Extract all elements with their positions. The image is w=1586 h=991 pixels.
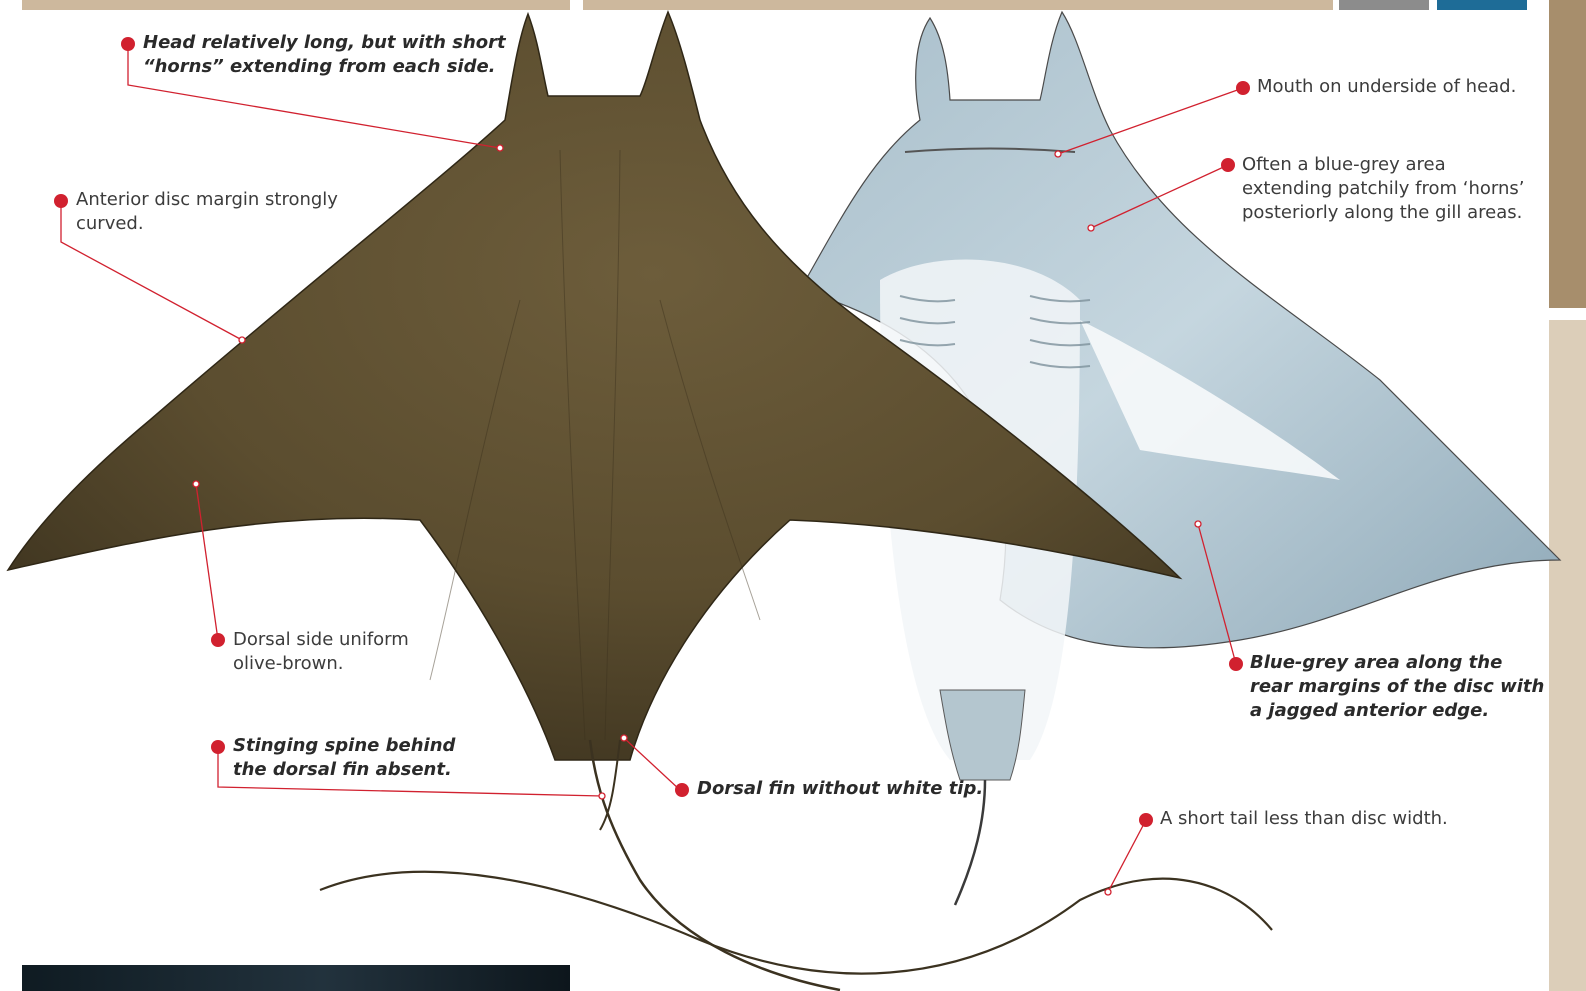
label-rear-margins-line3: a jagged anterior edge. (1250, 699, 1544, 723)
label-stinging-spine: Stinging spine behind the dorsal fin abs… (233, 734, 455, 782)
label-anterior-line1: Anterior disc margin strongly (76, 188, 338, 212)
label-dorsal-fin-line1: Dorsal fin without white tip. (697, 777, 983, 801)
label-blue-grey-horns-line2: extending patchily from ‘horns’ (1242, 177, 1524, 201)
label-mouth-line1: Mouth on underside of head. (1257, 75, 1516, 99)
tail-line (320, 872, 1272, 974)
label-spine-line1: Stinging spine behind (233, 734, 455, 758)
label-head-line2: “horns” extending from each side. (143, 55, 506, 79)
label-dorsal-fin: Dorsal fin without white tip. (697, 777, 983, 801)
label-dorsal-colour-line1: Dorsal side uniform (233, 628, 409, 652)
label-spine-line2: the dorsal fin absent. (233, 758, 455, 782)
label-blue-grey-horns-line3: posteriorly along the gill areas. (1242, 201, 1524, 225)
label-rear-margins-line2: rear margins of the disc with (1250, 675, 1544, 699)
label-tail-line1: A short tail less than disc width. (1160, 807, 1448, 831)
callout-dot (121, 37, 135, 51)
label-rear-margins: Blue-grey area along the rear margins of… (1250, 651, 1544, 723)
callout-dot (675, 783, 689, 797)
label-blue-grey-horns-line1: Often a blue-grey area (1242, 153, 1524, 177)
label-tail: A short tail less than disc width. (1160, 807, 1448, 831)
label-head: Head relatively long, but with short “ho… (143, 31, 506, 79)
label-anterior-margin: Anterior disc margin strongly curved. (76, 188, 338, 236)
label-anterior-line2: curved. (76, 212, 338, 236)
callout-dot (211, 633, 225, 647)
callout-dot (1229, 657, 1243, 671)
label-dorsal-colour: Dorsal side uniform olive-brown. (233, 628, 409, 676)
callout-dot (54, 194, 68, 208)
label-dorsal-colour-line2: olive-brown. (233, 652, 409, 676)
label-mouth: Mouth on underside of head. (1257, 75, 1516, 99)
label-head-line1: Head relatively long, but with short (143, 31, 506, 55)
callout-dot (211, 740, 225, 754)
callout-dot (1236, 81, 1250, 95)
callout-dot (1139, 813, 1153, 827)
callout-dot (1221, 158, 1235, 172)
label-rear-margins-line1: Blue-grey area along the (1250, 651, 1544, 675)
label-blue-grey-horns: Often a blue-grey area extending patchil… (1242, 153, 1524, 225)
